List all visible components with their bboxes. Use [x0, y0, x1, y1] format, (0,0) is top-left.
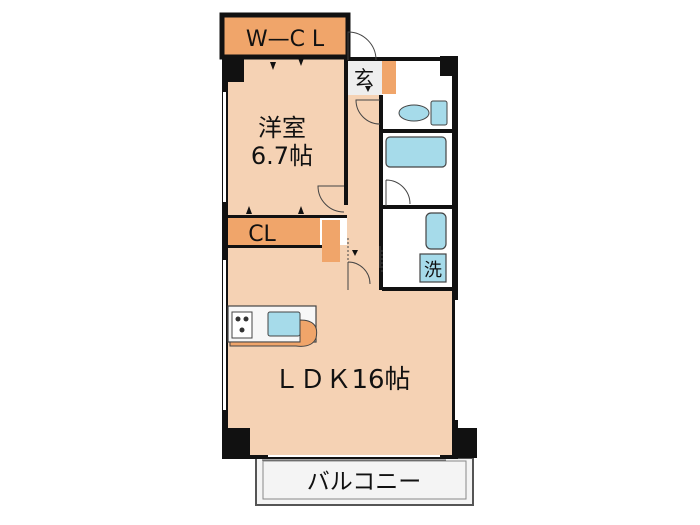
bathtub — [385, 136, 447, 168]
entrance-north-wall — [347, 57, 397, 61]
column-northwest — [222, 56, 244, 82]
wcl-door-marker-2 — [298, 58, 304, 66]
column-southwest — [222, 428, 250, 458]
cl-door-marker-1 — [246, 206, 252, 214]
counter-rounded-end — [229, 319, 318, 347]
balcony-doors — [262, 455, 446, 461]
west-windows — [223, 92, 226, 410]
column-northeast — [440, 56, 458, 76]
hallway-floor — [347, 95, 379, 290]
column-southeast — [452, 428, 477, 458]
kitchen-sink — [267, 311, 301, 337]
toilet-tank — [430, 100, 448, 126]
toilet-fixture — [398, 100, 448, 126]
wet-area-west-wall — [379, 95, 383, 290]
stove-burner-1 — [235, 316, 241, 322]
hall-marker — [352, 250, 358, 256]
ldk-label: ＬＤＫ16帖 — [273, 365, 410, 395]
closet-label: CL — [248, 222, 276, 247]
walk-in-closet-label: W—C L — [246, 27, 325, 52]
laundry-space — [419, 253, 447, 283]
closet-south-wall — [227, 245, 322, 248]
kitchen-counter — [227, 305, 318, 347]
stove-burner-3 — [239, 327, 245, 333]
east-windows — [455, 300, 458, 420]
walk-in-closet — [219, 12, 351, 60]
cl-door-marker-2 — [298, 206, 304, 214]
toilet-door-swing — [355, 99, 381, 125]
bath-wash-wall — [382, 205, 453, 209]
closet — [227, 218, 320, 245]
sliding-door-markers — [246, 58, 371, 256]
western-room-east-wall — [344, 55, 348, 205]
balcony-area — [255, 457, 474, 506]
entrance-door-swing — [347, 31, 377, 61]
western-room-south-wall — [227, 215, 347, 218]
west-wall — [222, 55, 228, 458]
western-room-name: 洋室 — [258, 114, 306, 142]
laundry-label: 洗 — [424, 260, 442, 281]
window-ldk-east — [455, 300, 458, 420]
closet-side-cabinet — [322, 220, 340, 262]
stove — [231, 311, 253, 339]
window-western-room — [223, 92, 226, 202]
ldk-door-swing — [347, 261, 371, 290]
western-room-floor — [227, 55, 347, 217]
balcony-inner-rail — [262, 460, 467, 500]
wet-area-north-wall — [397, 57, 458, 61]
toilet-bath-wall — [382, 129, 453, 133]
toilet-bowl — [398, 104, 430, 122]
shoe-cabinet — [382, 60, 396, 94]
bathroom-door-swing — [385, 179, 411, 206]
dashed-thresholds — [347, 238, 383, 272]
window-ldk — [223, 260, 226, 410]
washroom-south-wall — [382, 287, 453, 291]
stove-burner-2 — [243, 316, 249, 322]
doors — [317, 31, 411, 290]
wash-basin — [425, 212, 447, 250]
balcony-label: バルコニー — [307, 469, 422, 495]
entrance-marker — [365, 86, 371, 92]
entrance-floor — [347, 60, 382, 95]
entrance-label: 玄 — [354, 66, 374, 90]
wcl-door-marker-1 — [270, 62, 276, 70]
east-wall — [452, 58, 458, 458]
western-room-size: 6.7帖 — [251, 142, 313, 170]
western-room-door-swing — [317, 185, 345, 213]
